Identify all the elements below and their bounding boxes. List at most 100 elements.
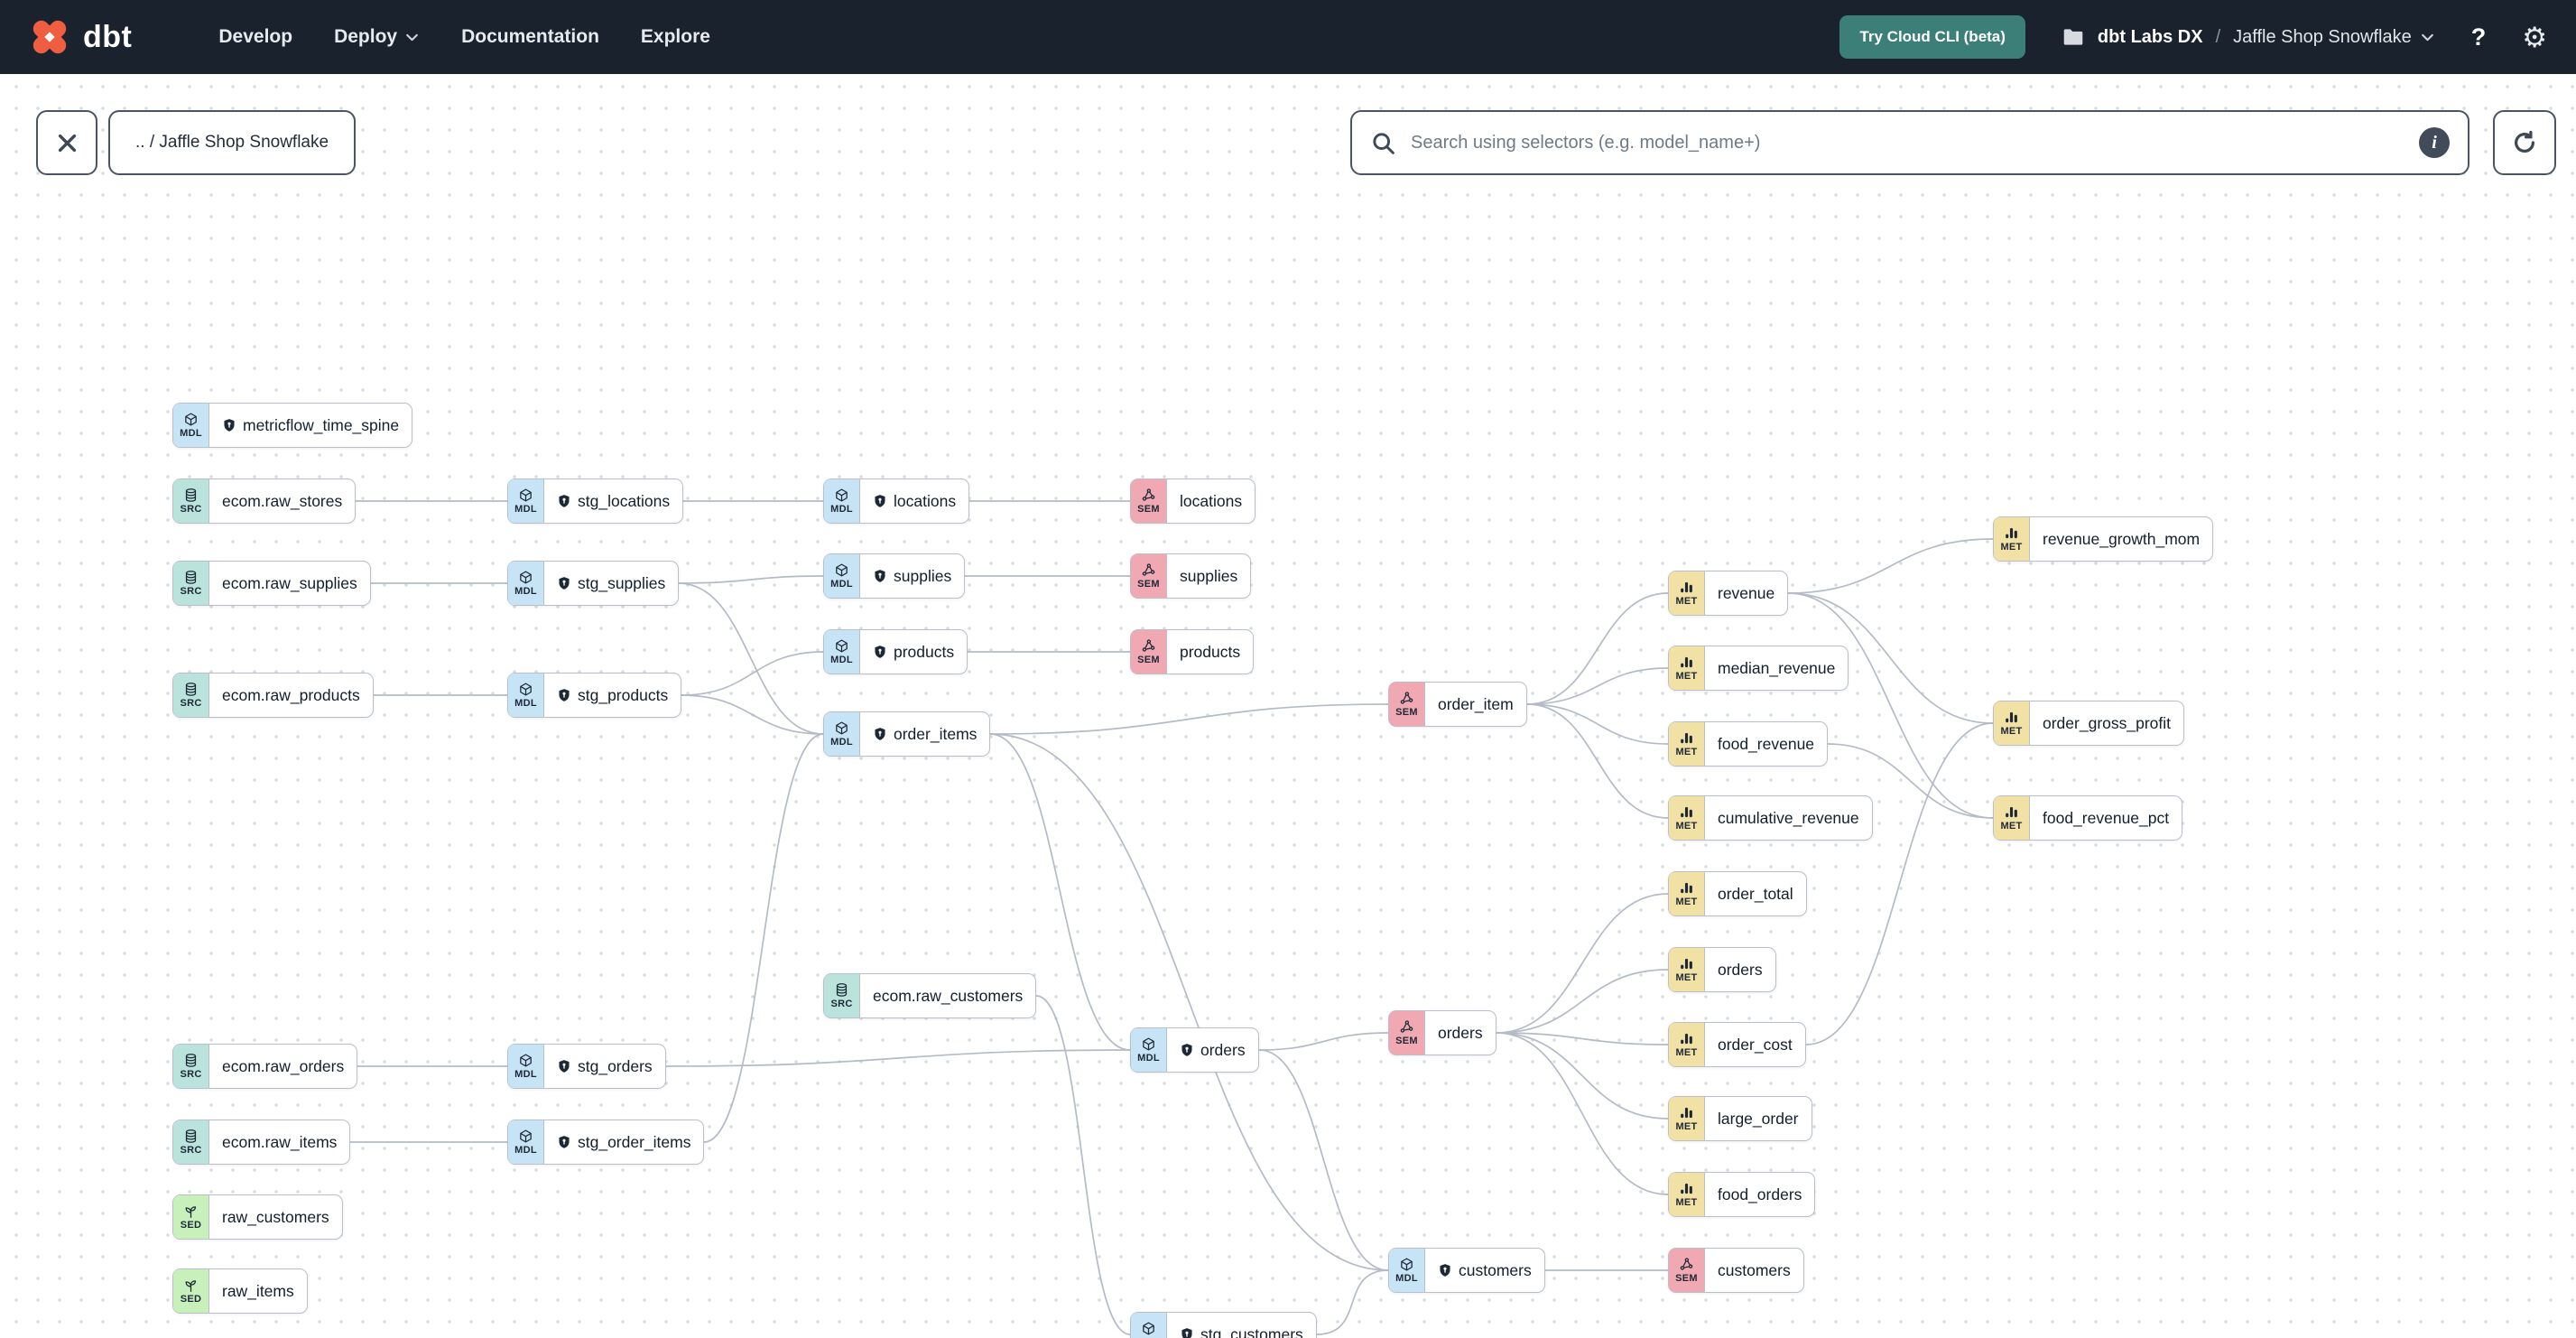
badge-label: MET — [1675, 746, 1698, 757]
badge-label: SEM — [1395, 1035, 1418, 1046]
badge-label: MET — [1675, 595, 1698, 607]
node-label: food_revenue — [1718, 734, 1815, 753]
nav-links: Develop Deploy Documentation Explore — [218, 26, 710, 48]
edge-order_cost-to-order_gross_profit — [1805, 722, 1994, 1045]
mdl-badge: MDL — [508, 1120, 544, 1164]
search-input[interactable] — [1409, 131, 2406, 154]
edge-orders_sem-to-order_cost — [1496, 1032, 1669, 1045]
lineage-breadcrumb[interactable]: .. / Jaffle Shop Snowflake — [108, 110, 357, 175]
refresh-button[interactable] — [2493, 110, 2556, 175]
project-selector[interactable]: Jaffle Shop Snowflake — [2233, 27, 2435, 48]
node-label: supplies — [1180, 566, 1238, 585]
try-cloud-cli-button[interactable]: Try Cloud CLI (beta) — [1839, 15, 2025, 59]
node-label: food_revenue_pct — [2043, 808, 2170, 827]
breadcrumb-separator: / — [2215, 26, 2221, 47]
node-label: food_orders — [1718, 1185, 1802, 1203]
lineage-canvas[interactable]: .. / Jaffle Shop Snowflake i MDLmetricfl… — [0, 74, 2576, 1338]
edge-orders_mdl-to-orders_sem — [1258, 1032, 1389, 1051]
node-label: revenue_growth_mom — [2043, 529, 2201, 548]
node-label: raw_customers — [222, 1207, 329, 1226]
project-breadcrumb: dbt Labs DX / Jaffle Shop Snowflake — [2062, 25, 2435, 49]
nav-link-deploy[interactable]: Deploy — [334, 26, 420, 48]
edge-order_items-to-order_item_sem — [989, 703, 1389, 735]
cube-icon — [518, 488, 533, 503]
metric-bars-icon — [1679, 730, 1694, 746]
dbt-logo[interactable]: dbt — [29, 16, 132, 58]
close-lineage-button[interactable] — [36, 110, 97, 175]
shield-icon — [873, 645, 887, 659]
node-label: order_total — [1718, 884, 1793, 903]
badge-label: MDL — [514, 585, 537, 597]
shield-icon — [873, 494, 887, 508]
help-button[interactable]: ? — [2470, 23, 2487, 51]
node-label: cumulative_revenue — [1718, 808, 1859, 827]
nav-link-develop[interactable]: Develop — [218, 26, 293, 47]
node-supplies_mdl[interactable]: MDL supplies — [823, 553, 966, 599]
metric-bars-icon — [1679, 956, 1694, 971]
cube-icon — [518, 682, 533, 697]
gear-icon[interactable]: ⚙ — [2522, 21, 2547, 53]
mdl-badge: MDL — [824, 554, 860, 598]
edge-stg_supplies-to-order_items — [678, 582, 824, 735]
metric-bars-icon — [1679, 880, 1694, 896]
nav-link-explore[interactable]: Explore — [640, 26, 710, 47]
account-name[interactable]: dbt Labs DX — [2097, 26, 2203, 47]
sem-badge: SEM — [1131, 479, 1167, 523]
node-label: stg_order_items — [578, 1132, 691, 1151]
badge-label: SRC — [180, 1144, 202, 1156]
met-badge: MET — [1669, 948, 1705, 991]
edge-order_item_sem-to-median_revenue — [1526, 667, 1669, 705]
badge-label: SED — [180, 1293, 202, 1305]
node-stg_order_items[interactable]: MDL stg_order_items — [507, 1120, 705, 1165]
node-label: supplies — [894, 566, 952, 585]
badge-label: MET — [2000, 820, 2023, 832]
nav-link-documentation[interactable]: Documentation — [461, 26, 599, 47]
seedling-icon — [183, 1278, 199, 1293]
info-icon[interactable]: i — [2419, 127, 2450, 158]
cube-icon — [1399, 1257, 1414, 1272]
node-label: order_cost — [1718, 1035, 1793, 1054]
node-food_revenue_pct[interactable]: MET food_revenue_pct — [1993, 795, 2183, 841]
badge-label: MDL — [1137, 1337, 1160, 1338]
metric-bars-icon — [1679, 1181, 1694, 1196]
mdl-badge: MDL — [508, 674, 544, 717]
node-label: ecom.raw_stores — [222, 491, 343, 510]
node-food_revenue[interactable]: MET food_revenue — [1668, 721, 1829, 767]
mdl-badge: MDL — [508, 562, 544, 605]
